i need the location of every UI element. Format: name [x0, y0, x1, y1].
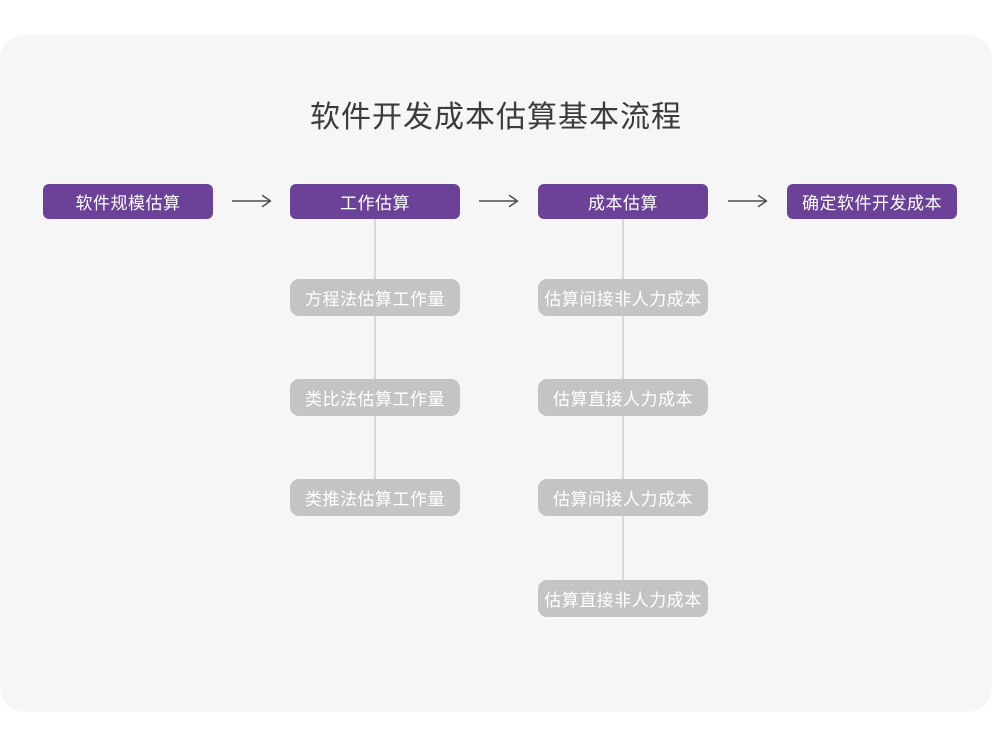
diagram-title: 软件开发成本估算基本流程 — [310, 101, 682, 134]
sub-node-indirect-nonlabor-cost: 估算间接非人力成本 — [538, 279, 708, 316]
sub-node-analogy-method: 类比法估算工作量 — [290, 379, 460, 416]
sub-node-equation-method: 方程法估算工作量 — [290, 279, 460, 316]
diagram-canvas: 软件开发成本估算基本流程 软件规模估算 工作估算 成本估算 确定软件开发成本 方… — [0, 35, 992, 712]
right-arrow-icon — [727, 193, 769, 209]
sub-node-direct-nonlabor-cost: 估算直接非人力成本 — [538, 580, 708, 617]
sub-node-direct-labor-cost: 估算直接人力成本 — [538, 379, 708, 416]
flow-node-effort-estimation: 工作估算 — [290, 184, 460, 219]
flow-node-size-estimation: 软件规模估算 — [43, 184, 213, 219]
right-arrow-icon — [478, 193, 520, 209]
sub-node-indirect-labor-cost: 估算间接人力成本 — [538, 479, 708, 516]
right-arrow-icon — [231, 193, 273, 209]
flow-node-final-development-cost: 确定软件开发成本 — [787, 184, 957, 219]
connector-line-effort — [374, 218, 376, 498]
sub-node-extrapolation-method: 类推法估算工作量 — [290, 479, 460, 516]
flow-node-cost-estimation: 成本估算 — [538, 184, 708, 219]
